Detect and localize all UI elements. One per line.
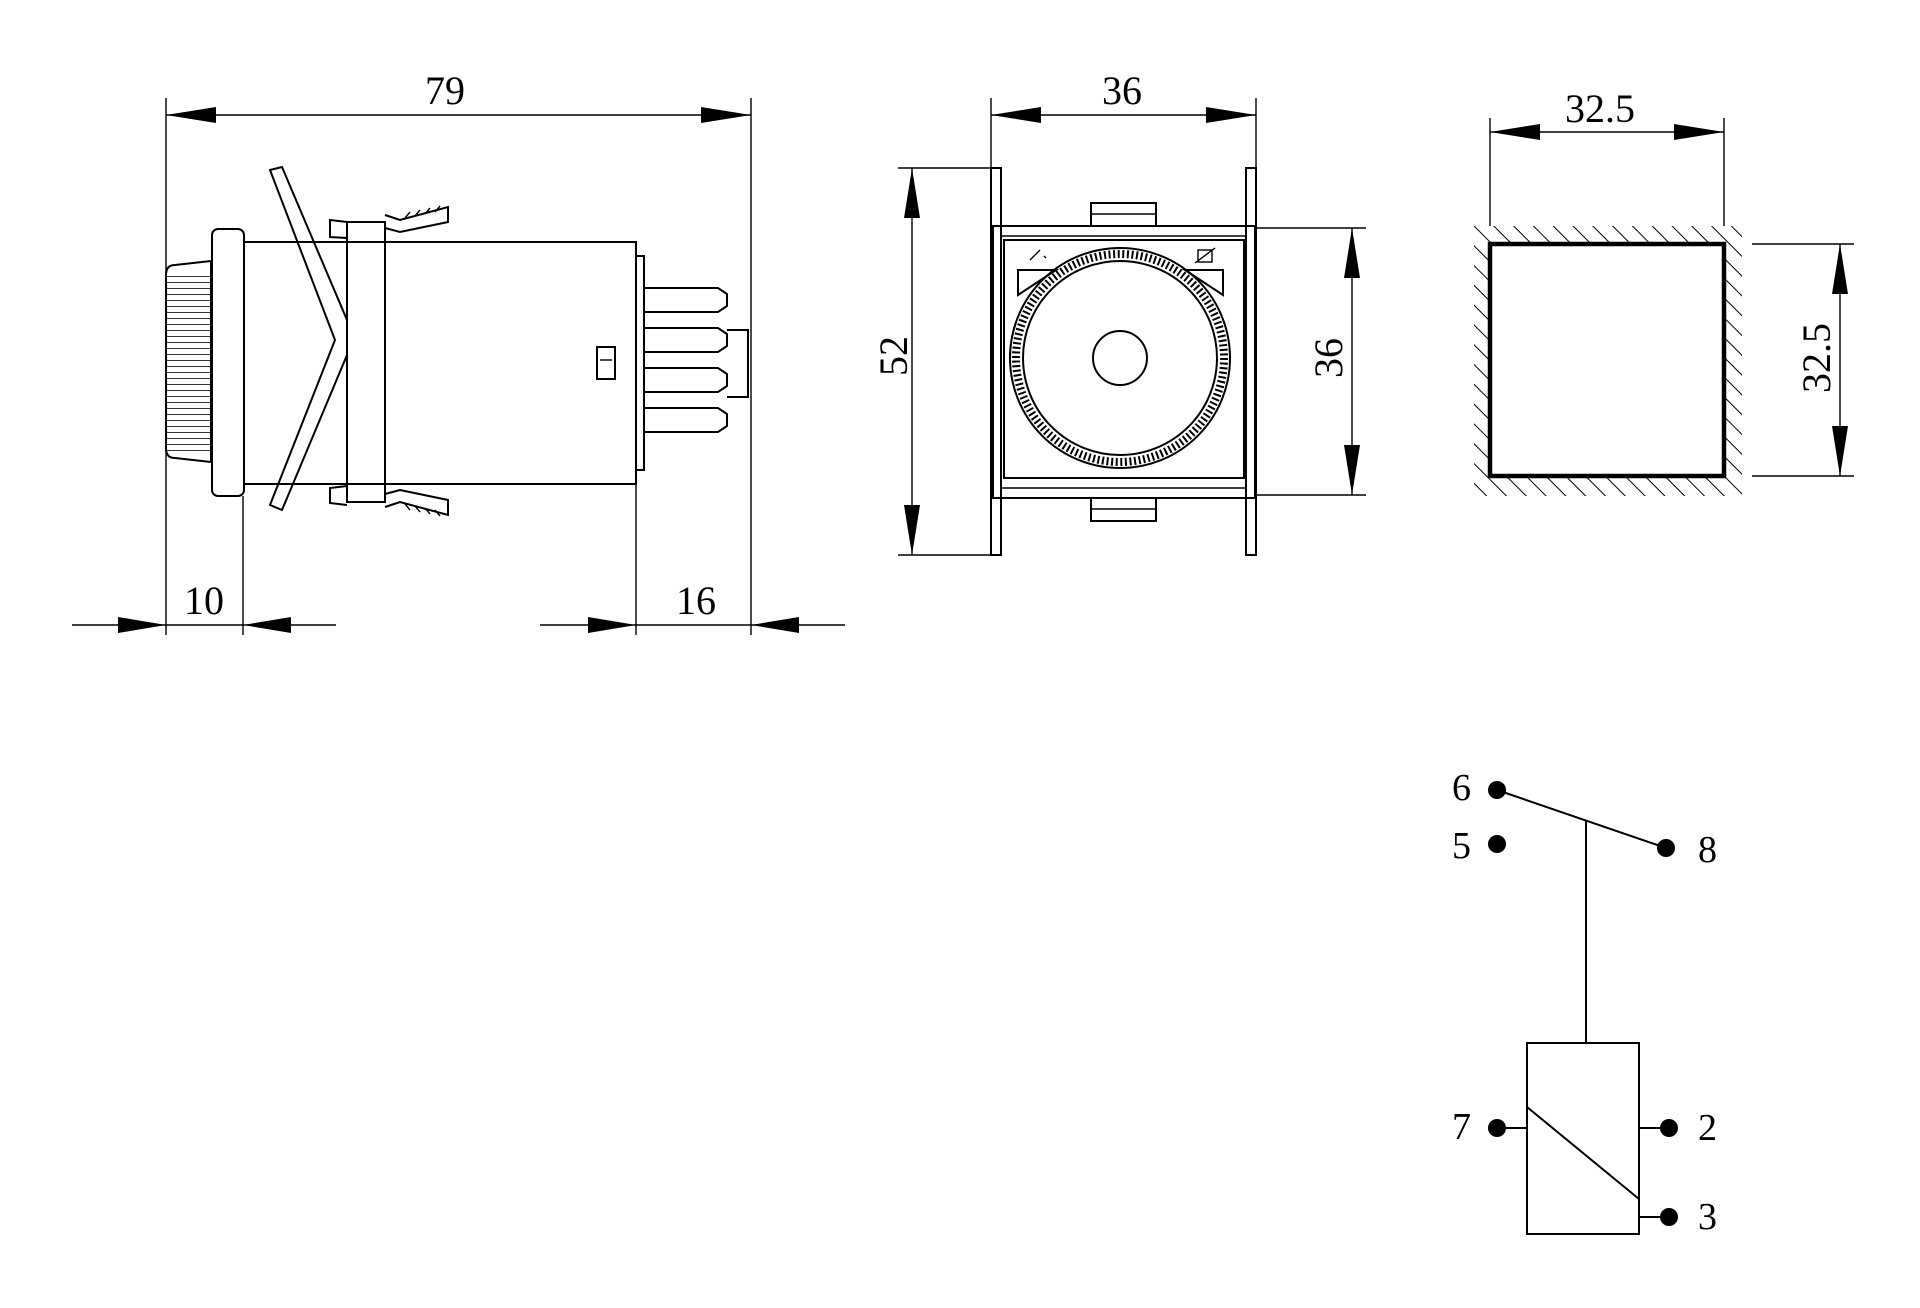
dimension-front-depth: 10 [72,496,336,635]
dimension-pin-length: 16 [540,484,845,635]
pin-length-label: 16 [676,578,716,623]
overall-length-label: 79 [425,68,465,113]
pin-label-8: 8 [1698,829,1717,871]
cutout-height-label: 32.5 [1794,323,1839,393]
dimension-cutout-height: 32.5 [1752,243,1854,477]
adjustment-dial [1009,247,1231,469]
dimension-cutout-width: 32.5 [1489,86,1725,226]
pin-label-3: 3 [1698,1196,1717,1238]
dimension-overall-length: 79 [165,68,752,635]
front-height-label: 52 [871,336,916,376]
terminal-5 [1488,835,1506,853]
terminal-2 [1660,1119,1678,1137]
body-height-label: 36 [1306,338,1351,378]
connector-pins [644,287,749,433]
side-view: 79 10 16 [72,68,845,635]
wiring-diagram: 6 5 8 7 2 3 [1452,767,1717,1238]
terminal-7 [1488,1119,1506,1137]
pin-label-6: 6 [1452,767,1471,809]
dimension-front-width: 36 [990,68,1257,168]
time-set-icon [1017,249,1060,297]
relay-coil [1526,1042,1640,1235]
front-width-label: 36 [1102,68,1142,113]
front-depth-label: 10 [184,578,224,623]
terminal-8 [1657,839,1675,857]
panel-cutout: 32.5 32.5 [1474,86,1854,496]
front-view-outline [990,167,1257,556]
dimension-body-height: 36 [1256,227,1366,496]
pin-label-5: 5 [1452,825,1471,867]
front-view: 36 52 36 [871,68,1366,556]
cutout-width-label: 32.5 [1565,86,1635,131]
terminal-6 [1488,781,1506,799]
terminal-3 [1660,1208,1678,1226]
pin-label-7: 7 [1452,1106,1471,1148]
pin-label-2: 2 [1698,1107,1717,1149]
side-view-outline [165,165,749,517]
dimension-front-height: 52 [871,167,991,556]
relay-coil-icon [1181,247,1224,297]
